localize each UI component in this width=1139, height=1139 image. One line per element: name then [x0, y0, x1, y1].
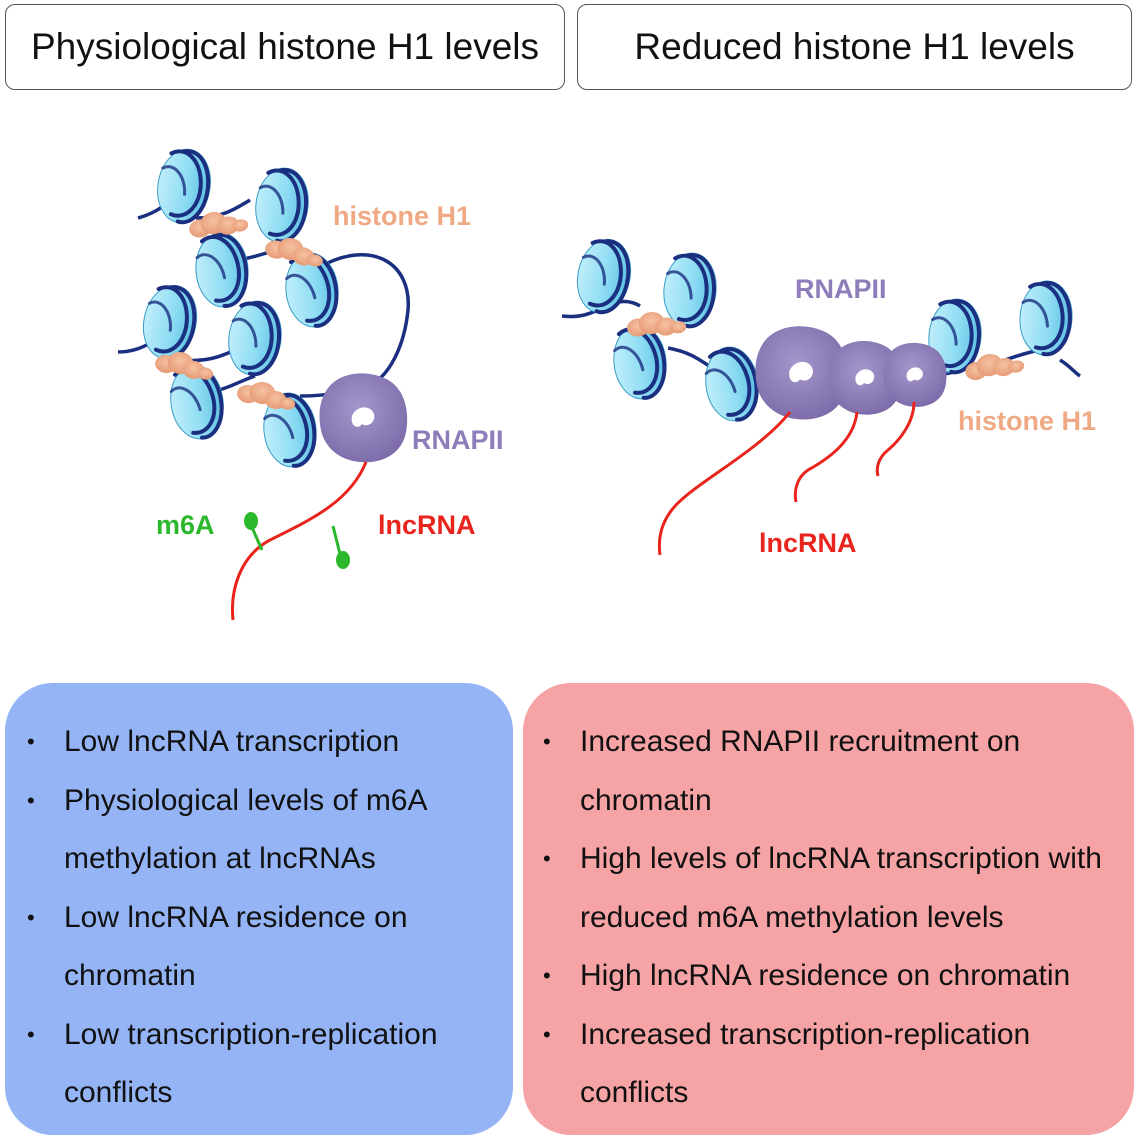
left-histone-h1-label: histone H1 [333, 201, 471, 231]
right-histone-h1-label: histone H1 [958, 406, 1096, 436]
right-rnapii-label: RNAPII [795, 274, 887, 304]
list-item: •Increased RNAPII recruitment on chromat… [543, 713, 1124, 830]
list-item: •Physiological levels of m6A methylation… [27, 772, 503, 889]
left-lncrna-label: lncRNA [378, 510, 476, 540]
header-reduced-label: Reduced histone H1 levels [634, 26, 1075, 67]
left-chromatin-compact [117, 143, 410, 621]
bullet-icon: • [543, 1021, 551, 1047]
right-lncrna-label: lncRNA [759, 528, 857, 558]
bullet-icon: • [27, 787, 35, 813]
list-item: •Low lncRNA residence on chromatin [27, 889, 503, 1006]
header-physiological-label: Physiological histone H1 levels [31, 26, 539, 67]
bullet-icon: • [27, 729, 35, 754]
m6a-label: m6A [156, 510, 215, 540]
bullet-icon: • [543, 846, 551, 871]
physiological-summary-list: •Low lncRNA transcription •Physiological… [27, 713, 503, 1123]
right-chromatin-open [561, 232, 1082, 556]
list-item: •High levels of lncRNA transcription wit… [543, 830, 1124, 947]
reduced-summary-list: •Increased RNAPII recruitment on chromat… [543, 713, 1124, 1123]
left-rnapii-label: RNAPII [412, 425, 504, 455]
header-reduced: Reduced histone H1 levels [577, 4, 1132, 90]
bullet-icon: • [27, 904, 35, 930]
reduced-summary-panel: •Increased RNAPII recruitment on chromat… [523, 683, 1134, 1135]
physiological-summary-panel: •Low lncRNA transcription •Physiological… [5, 683, 513, 1135]
bullet-icon: • [27, 1021, 35, 1047]
list-item: •Low lncRNA transcription [27, 713, 503, 772]
bullet-icon: • [543, 963, 551, 988]
list-item: •High lncRNA residence on chromatin [543, 947, 1124, 1006]
chromatin-diagram: histone H1 RNAPII m6A lncRNA RNAPII hist… [117, 143, 1096, 621]
list-item: •Increased transcription-replication con… [543, 1006, 1124, 1123]
list-item: •Low transcription-replication conflicts [27, 1006, 503, 1123]
header-physiological: Physiological histone H1 levels [5, 4, 565, 90]
bullet-icon: • [543, 729, 551, 754]
